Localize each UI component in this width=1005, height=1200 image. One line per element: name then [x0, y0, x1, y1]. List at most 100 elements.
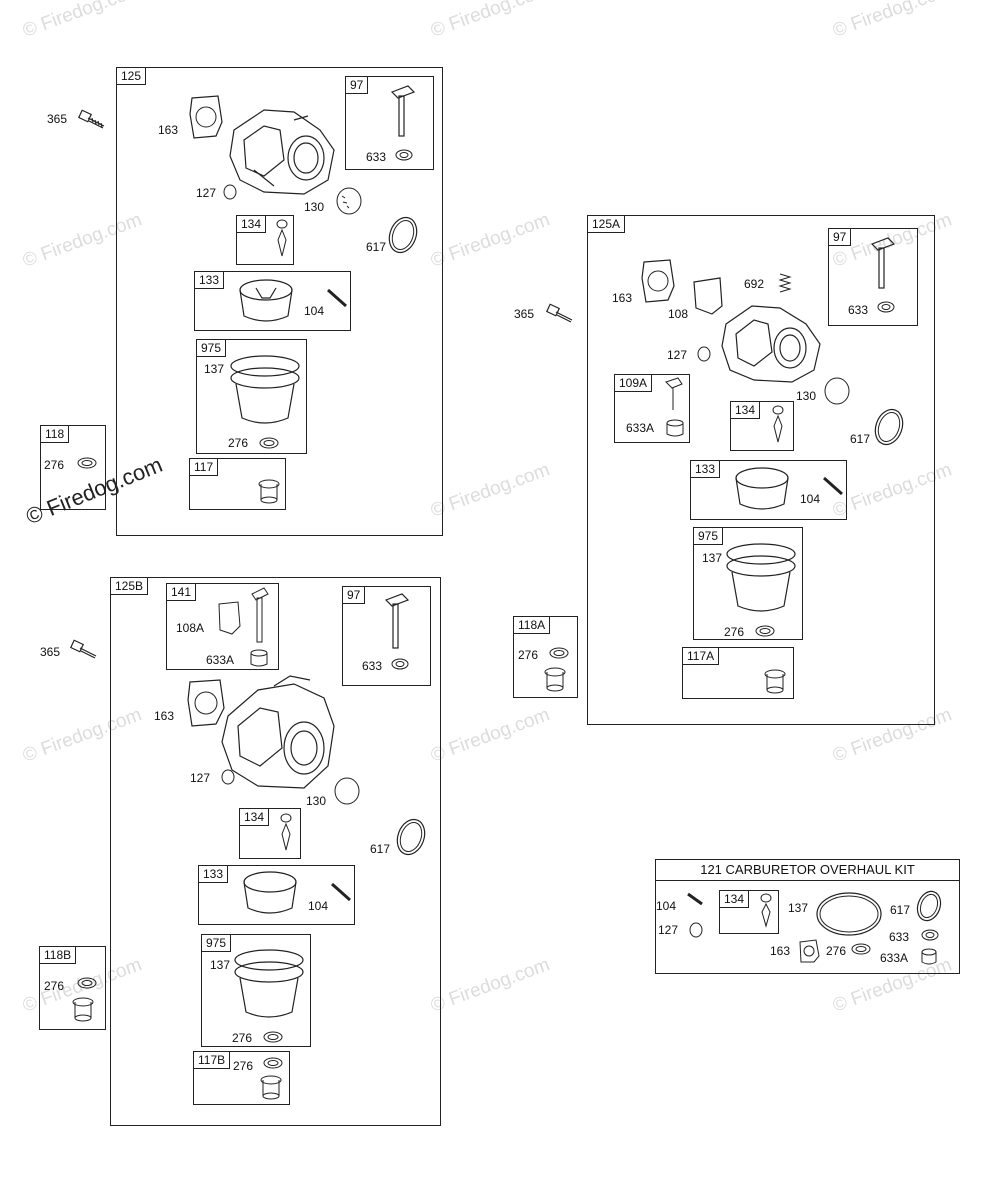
- o-ring-617-icon: [916, 890, 942, 922]
- label-276-117B: 276: [233, 1059, 254, 1073]
- label-163-a: 163: [612, 291, 633, 305]
- watermark: © Firedog.com: [428, 954, 553, 1017]
- label-276: 276: [228, 436, 249, 450]
- overhaul-kit-title: 121 CARBURETOR OVERHAUL KIT: [656, 860, 959, 881]
- bolt-118B-icon: [72, 997, 94, 1022]
- washer-276-icon: [549, 647, 569, 659]
- watermark: © Firedog.com: [428, 704, 553, 767]
- kit-975-a-box: 975: [693, 527, 803, 640]
- kit-118B-tag: 118B: [40, 947, 77, 964]
- kit-109A-box: 109A: [614, 374, 690, 443]
- label-104-a: 104: [800, 492, 821, 506]
- plate-130-icon: [334, 777, 360, 805]
- label-617-b: 617: [370, 842, 391, 856]
- label-108A: 108A: [176, 621, 205, 635]
- kit-134-kit-box: 134: [719, 890, 779, 934]
- label-633-a: 633: [848, 303, 869, 317]
- kit-117B-box: 117B: [193, 1051, 290, 1105]
- kit-134-tag: 134: [237, 216, 267, 233]
- label-104-b: 104: [308, 899, 329, 913]
- watermark: © Firedog.com: [428, 209, 553, 272]
- label-130: 130: [304, 200, 325, 214]
- kit-134-a-tag: 134: [731, 402, 761, 419]
- shaft-97-icon: [390, 85, 416, 137]
- assembly-125A-tag: 125A: [588, 216, 626, 233]
- assembly-125B-tag: 125B: [111, 578, 149, 595]
- label-127-a: 127: [667, 348, 688, 362]
- plate-130-icon: [336, 187, 362, 215]
- sleeve-633A-icon: [921, 948, 937, 965]
- seal-633-icon: [877, 301, 895, 313]
- label-633A: 633A: [626, 421, 655, 435]
- kit-118A-box: 118A: [513, 616, 578, 698]
- seal-127-icon: [221, 769, 235, 785]
- label-276-118B: 276: [44, 979, 65, 993]
- watermark: © Firedog.com: [20, 0, 145, 42]
- screw-365-icon: [545, 303, 573, 323]
- sleeve-633A-icon: [666, 419, 684, 437]
- bowl-975-icon: [234, 949, 304, 1018]
- label-130-a: 130: [796, 389, 817, 403]
- seal-633-icon: [921, 929, 939, 941]
- label-163: 163: [158, 123, 179, 137]
- bowl-975-icon: [726, 543, 796, 612]
- label-137-a: 137: [702, 551, 723, 565]
- kit-975-a-tag: 975: [694, 528, 724, 545]
- bowl-975-icon: [230, 355, 300, 424]
- kit-117B-tag: 117B: [194, 1052, 231, 1069]
- watermark: © Firedog.com: [428, 0, 553, 42]
- label-276-a: 276: [724, 625, 745, 639]
- label-633-b: 633: [362, 659, 383, 673]
- kit-133-b-tag: 133: [199, 866, 229, 883]
- kit-134-kit-tag: 134: [720, 891, 750, 908]
- bolt-118A-icon: [544, 667, 566, 692]
- needle-134-icon: [760, 893, 772, 928]
- label-127-kit: 127: [658, 923, 679, 937]
- shaft-97-icon: [384, 593, 410, 649]
- kit-97-a-tag: 97: [829, 229, 852, 246]
- label-276-118A: 276: [518, 648, 539, 662]
- screw-365-icon: [69, 639, 97, 659]
- kit-975-box: 975: [196, 339, 307, 454]
- washer-276-icon: [77, 457, 97, 469]
- label-633-kit: 633: [889, 930, 910, 944]
- assembly-125-box: 125: [116, 67, 443, 536]
- carburetor-body-icon: [221, 675, 335, 789]
- seal-633-icon: [391, 658, 409, 670]
- watermark: © Firedog.com: [428, 459, 553, 522]
- needle-134-icon: [280, 813, 292, 851]
- kit-133-box: 133: [194, 271, 351, 331]
- kit-134-box: 134: [236, 215, 294, 265]
- kit-133-a-tag: 133: [691, 461, 721, 478]
- seal-127-icon: [689, 922, 703, 938]
- kit-133-b-box: 133: [198, 865, 355, 925]
- bolt-117A-icon: [764, 669, 786, 694]
- kit-117-box: 117: [189, 458, 286, 510]
- kit-133-a-box: 133: [690, 460, 847, 520]
- kit-134-b-tag: 134: [240, 809, 270, 826]
- label-365-a: 365: [514, 307, 535, 321]
- label-137-kit: 137: [788, 901, 809, 915]
- kit-141-tag: 141: [167, 584, 197, 601]
- kit-134-b-box: 134: [239, 808, 301, 859]
- washer-276-icon: [77, 977, 97, 989]
- kit-97-b-tag: 97: [343, 587, 366, 604]
- washer-276-icon: [851, 943, 871, 955]
- washer-276-icon: [263, 1031, 283, 1043]
- label-130-b: 130: [306, 794, 327, 808]
- float-133-icon: [239, 279, 293, 322]
- label-633A-b: 633A: [206, 653, 235, 667]
- pin-104-icon: [687, 892, 703, 906]
- shaft-97-icon: [870, 237, 896, 289]
- seal-127-icon: [223, 184, 237, 200]
- kit-134-a-box: 134: [730, 401, 794, 451]
- label-365-b: 365: [40, 645, 61, 659]
- gasket-163-icon: [799, 939, 820, 963]
- gasket-163-icon: [641, 259, 675, 303]
- o-ring-137-icon: [816, 892, 882, 936]
- label-276-118: 276: [44, 458, 65, 472]
- float-133-icon: [735, 467, 789, 510]
- float-133-icon: [243, 871, 297, 914]
- sleeve-633A-icon: [250, 649, 268, 667]
- kit-117A-tag: 117A: [683, 648, 720, 665]
